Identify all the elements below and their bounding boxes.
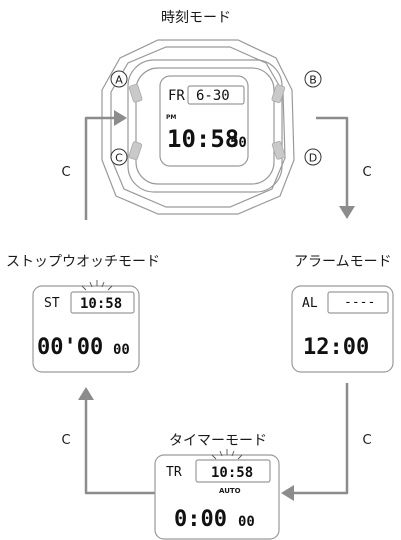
button-c: [128, 141, 143, 160]
arrow-to-timer: [281, 383, 349, 501]
watch-day: FR: [168, 88, 185, 104]
stopwatch-code: ST: [44, 296, 60, 311]
button-d: [271, 140, 286, 160]
watch-date: 6-30: [196, 88, 230, 104]
stopwatch-display: ST 10:58 00'00 00: [32, 280, 140, 373]
stopwatch-mode-title: ストップウオッチモード: [6, 254, 160, 270]
svg-text:A: A: [115, 74, 123, 87]
arrow-label-right-top: C: [362, 165, 371, 180]
button-label-a: A: [110, 70, 128, 88]
svg-text:B: B: [309, 74, 317, 87]
button-label-c: C: [110, 148, 128, 166]
timer-set: 10:58: [211, 465, 253, 481]
arrow-label-left-top: C: [61, 165, 70, 180]
timer-mode-title: タイマーモード: [169, 433, 267, 449]
alarm-time: 12:00: [303, 335, 369, 360]
timer-auto: AUTO: [219, 487, 241, 495]
watch-time: 10:58: [167, 125, 239, 153]
timer-time: 0:00: [174, 507, 227, 532]
timer-display: TR 10:58 AUTO 0:00 00: [154, 449, 280, 540]
svg-text:D: D: [309, 152, 317, 165]
flash-marks: [81, 280, 113, 291]
watch-seconds: 50: [230, 135, 247, 151]
arrow-label-left-bottom: C: [61, 433, 70, 448]
arrow-label-right-bottom: C: [362, 433, 371, 448]
button-label-b: B: [304, 70, 322, 88]
alarm-display: AL ---- 12:00: [291, 285, 394, 373]
timer-sub: 00: [238, 514, 255, 530]
arrow-to-alarm: [316, 116, 355, 219]
watch-pm: PM: [166, 114, 176, 121]
arrow-to-time-mode: [84, 110, 127, 220]
alarm-mode-title: アラームモード: [294, 254, 392, 270]
button-a: [128, 83, 143, 103]
stopwatch-time: 00'00: [37, 335, 103, 360]
svg-text:C: C: [115, 152, 123, 165]
arrow-to-stopwatch: [78, 387, 155, 495]
stopwatch-sub: 00: [113, 342, 130, 358]
alarm-value: ----: [344, 295, 375, 310]
stopwatch-set: 10:58: [80, 296, 122, 312]
time-mode-title: 時刻モード: [161, 10, 231, 26]
watch-illustration: FR 6-30 PM 10:58 50: [101, 39, 295, 215]
button-label-d: D: [304, 148, 322, 166]
flash-marks: [211, 449, 243, 460]
button-b: [271, 84, 286, 103]
timer-code: TR: [166, 465, 182, 480]
alarm-code: AL: [302, 296, 318, 311]
